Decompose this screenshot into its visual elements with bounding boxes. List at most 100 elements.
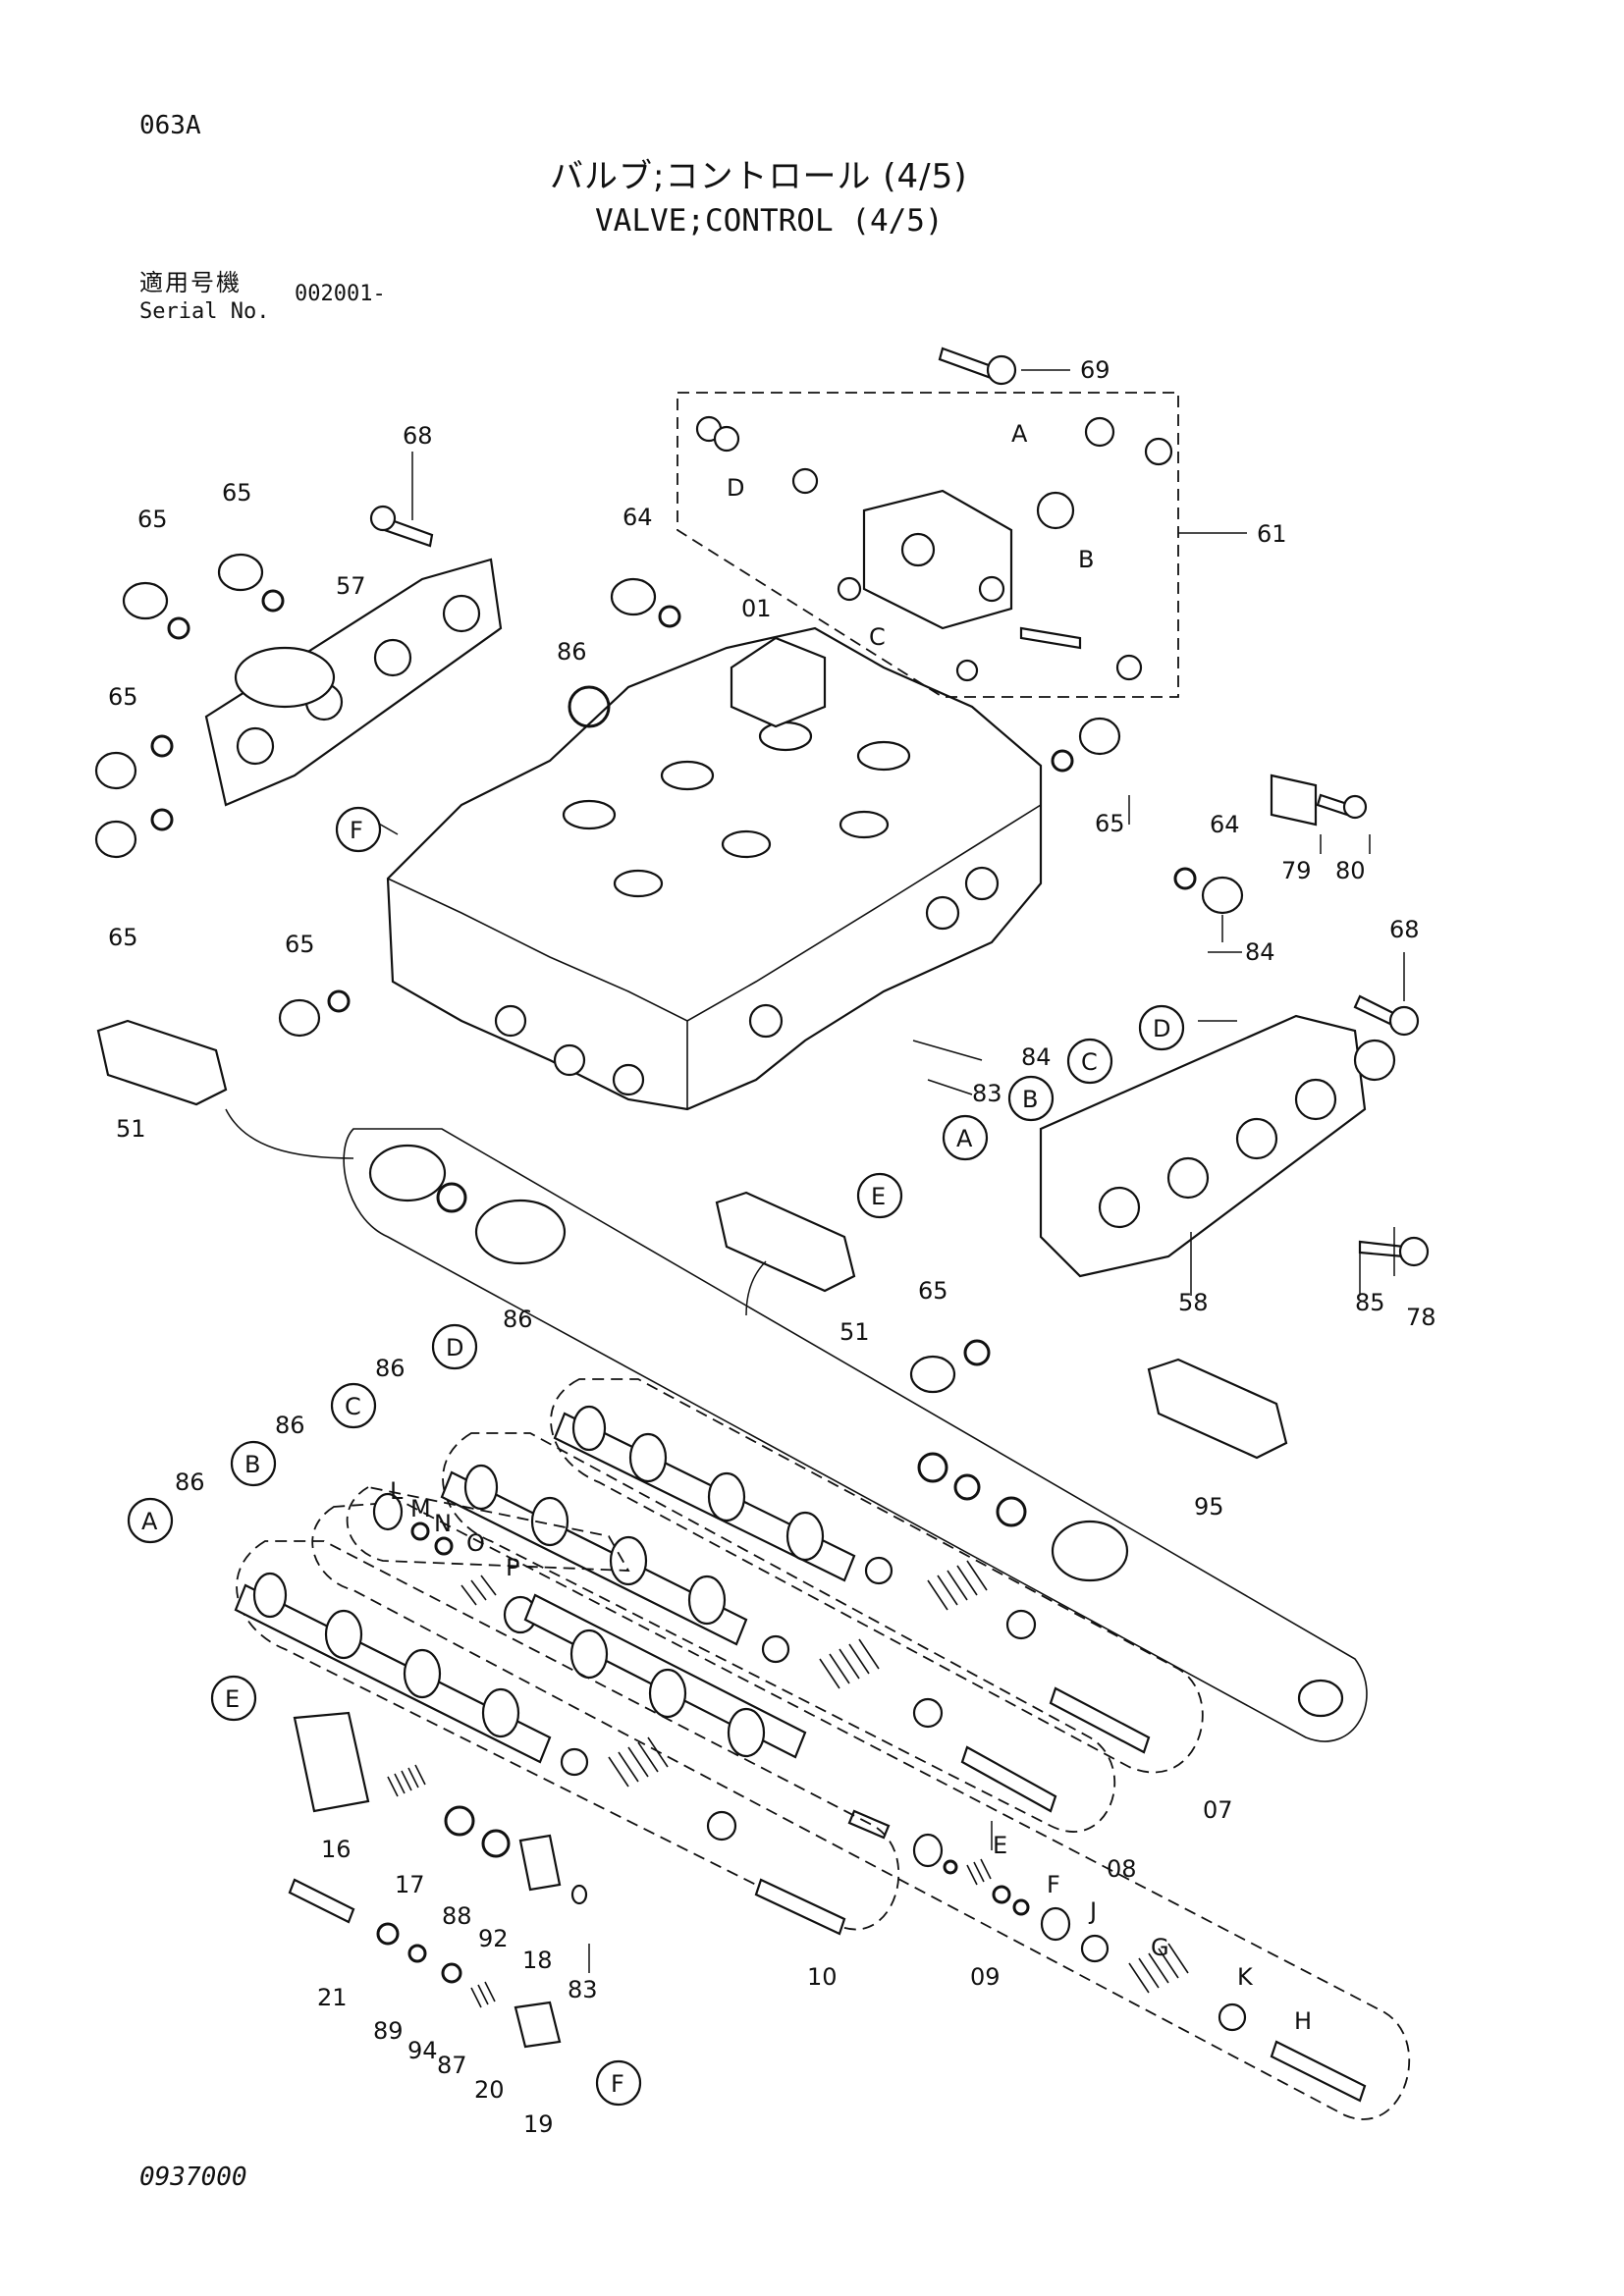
spool-tube-95 [343, 1128, 1368, 1742]
circle-ref-A-ring: A [127, 1497, 174, 1544]
circle-ref-B-mid-label: B [1022, 1086, 1038, 1113]
part-callouts: 69 61 68 65 65 64 57 01 86 65 65 65 64 7… [108, 356, 1436, 2138]
callout-65-e: 65 [1095, 810, 1125, 837]
callout-09: 09 [970, 1963, 1001, 1991]
sub-assembly-61 [677, 392, 1179, 698]
spool-07 [550, 1378, 1204, 1774]
circle-ref-C-mid-label: C [1081, 1048, 1098, 1076]
circle-ref-F-top: F [335, 806, 382, 853]
circle-ref-F-low-label: F [611, 2070, 624, 2098]
callout-07: 07 [1203, 1796, 1233, 1824]
sensors [96, 1019, 1288, 1460]
circle-ref-D-mid-label: D [1153, 1015, 1170, 1042]
callout-18: 18 [522, 1947, 553, 1974]
callout-79: 79 [1281, 857, 1312, 884]
callout-21: 21 [317, 1984, 348, 2011]
callout-83-b: 83 [568, 1976, 598, 2003]
callout-86-a: 86 [557, 638, 587, 666]
callout-85: 85 [1355, 1289, 1385, 1316]
callout-65-c: 65 [108, 683, 138, 711]
callout-86-d: 86 [275, 1412, 305, 1439]
spool-09 [311, 1486, 1411, 2120]
callout-86-e: 86 [175, 1468, 205, 1496]
plate-58 [1039, 1014, 1396, 1278]
callout-64-a: 64 [623, 504, 653, 531]
callout-94: 94 [407, 2037, 438, 2064]
ref-label-A: A [1011, 420, 1028, 448]
callout-84-b: 84 [1021, 1043, 1052, 1071]
circle-ref-D-ring-label: D [446, 1334, 463, 1362]
callout-19: 19 [523, 2110, 554, 2138]
callout-65-d: 65 [108, 924, 138, 951]
ref-label-D: D [727, 474, 744, 502]
circle-ref-C-ring: C [330, 1382, 377, 1429]
document-number: 0937000 [139, 2163, 247, 2192]
plug-group [94, 553, 1244, 1394]
callout-95: 95 [1194, 1493, 1224, 1521]
callout-86-b: 86 [503, 1306, 533, 1333]
callout-08: 08 [1107, 1855, 1137, 1883]
callout-92: 92 [478, 1925, 509, 1952]
circle-ref-A-mid: A [942, 1114, 989, 1161]
callout-65-b: 65 [222, 479, 252, 507]
ref-label-C: C [869, 623, 886, 651]
ref-label-L: L [390, 1477, 404, 1505]
circle-ref-F-low: F [595, 2059, 642, 2107]
callout-65-g: 65 [918, 1277, 948, 1305]
lower-small-parts [288, 1711, 588, 2049]
plate-57 [204, 558, 503, 807]
ref-label-H: H [1294, 2007, 1312, 2035]
callout-83-a: 83 [972, 1080, 1002, 1107]
ref-label-E: E [993, 1832, 1007, 1859]
callout-51-b: 51 [839, 1318, 870, 1346]
spool-08 [440, 1432, 1116, 1833]
callout-88: 88 [442, 1902, 472, 1930]
callout-01: 01 [741, 595, 772, 622]
circle-ref-B-mid: B [1007, 1075, 1055, 1122]
title-english: VALVE;CONTROL (4/5) [595, 203, 944, 239]
callout-68-top: 68 [403, 422, 433, 450]
circle-ref-D-ring: D [431, 1323, 478, 1370]
circle-ref-E-mid-label: E [871, 1183, 886, 1210]
ref-label-B: B [1078, 546, 1094, 573]
ref-label-N: N [434, 1510, 452, 1537]
circle-ref-E-low: E [210, 1675, 257, 1722]
callout-89: 89 [373, 2017, 404, 2045]
circle-ref-A-mid-label: A [956, 1125, 973, 1152]
callout-64-b: 64 [1210, 811, 1240, 838]
serial-label-english: Serial No. [139, 299, 270, 324]
serial-value: 002001- [295, 282, 386, 306]
page-code: 063A [139, 111, 201, 140]
callout-65-a: 65 [137, 506, 168, 533]
letter-labels: A B C D E F G H J K L M N O P [390, 420, 1312, 2035]
spool-10 [234, 1540, 900, 1936]
ref-label-J: J [1088, 1897, 1097, 1925]
valve-body-01 [386, 626, 1043, 1111]
circle-ref-F-top-label: F [350, 817, 363, 844]
callout-51-a: 51 [116, 1115, 146, 1143]
callout-87: 87 [437, 2052, 467, 2079]
callout-17: 17 [395, 1871, 425, 1898]
callout-68-right: 68 [1389, 916, 1420, 943]
callout-84-a: 84 [1245, 938, 1275, 966]
callout-65-f: 65 [285, 931, 315, 958]
callout-78: 78 [1406, 1304, 1436, 1331]
callout-69: 69 [1080, 356, 1110, 384]
callout-61: 61 [1257, 520, 1287, 548]
serial-label-japanese: 適用号機 [139, 269, 242, 296]
bolts [369, 347, 1430, 1267]
callout-20: 20 [474, 2076, 505, 2104]
circle-ref-E-low-label: E [225, 1685, 240, 1713]
callout-10: 10 [807, 1963, 838, 1991]
circle-ref-B-ring-label: B [244, 1451, 260, 1478]
title-japanese: バルブ;コントロール (4/5) [550, 157, 968, 196]
callout-58: 58 [1178, 1289, 1209, 1316]
callout-16: 16 [321, 1836, 352, 1863]
circle-ref-E-mid: E [856, 1172, 903, 1219]
ref-label-K: K [1237, 1963, 1254, 1991]
ref-label-P: P [506, 1554, 519, 1581]
callout-86-c: 86 [375, 1355, 406, 1382]
circle-ref-C-mid: C [1066, 1038, 1113, 1085]
ref-label-F: F [1047, 1871, 1060, 1898]
